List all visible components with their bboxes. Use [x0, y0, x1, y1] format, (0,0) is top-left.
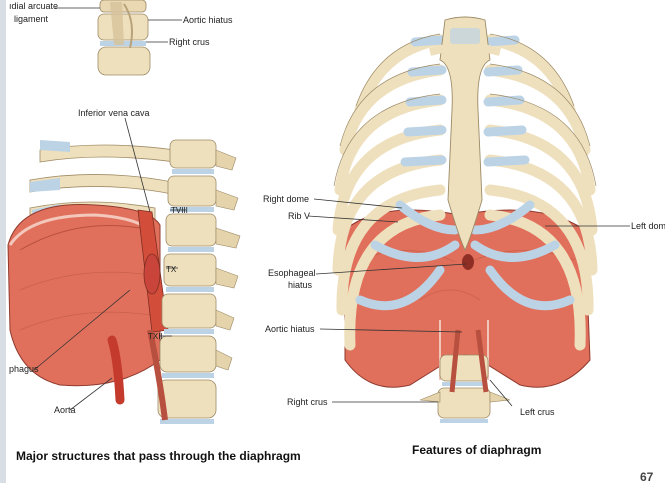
label-medial-arcuate: ıdial arcuate: [9, 1, 59, 11]
label-aorta: Aorta: [54, 405, 76, 415]
caption-right: Features of diaphragm: [412, 443, 542, 457]
label-txii: TXII: [148, 332, 163, 341]
label-tx: TX: [166, 265, 177, 274]
left-vertebral-column: [157, 139, 241, 424]
label-rib-v: Rib V: [288, 211, 311, 221]
label-esophagus: phagus: [9, 364, 39, 374]
label-inferior-vena-cava: Inferior vena cava: [78, 108, 150, 118]
label-right-crus-right: Right crus: [287, 397, 328, 407]
caption-left: Major structures that pass through the d…: [16, 449, 301, 463]
label-right-dome: Right dome: [263, 194, 310, 204]
label-aortic-hiatus-right: Aortic hiatus: [265, 324, 315, 334]
label-aortic-hiatus-top: Aortic hiatus: [183, 15, 233, 25]
leader-lines: [33, 7, 630, 411]
label-hiatus: hiatus: [288, 280, 313, 290]
label-tviii: TVIII: [171, 206, 188, 215]
left-border-strip: [0, 0, 6, 483]
label-left-crus: Left crus: [520, 407, 555, 417]
page-number: 67: [640, 470, 654, 484]
label-esophageal: Esophageal: [268, 268, 316, 278]
label-right-crus-top: Right crus: [169, 37, 210, 47]
top-spine-illustration: [97, 0, 151, 76]
label-ligament: ligament: [14, 14, 49, 24]
left-diaphragm-illustration: [7, 139, 241, 424]
rib-cage-illustration: [332, 16, 598, 423]
label-left-dome: Left dome: [631, 221, 665, 231]
costal-cartilages: [355, 35, 575, 311]
